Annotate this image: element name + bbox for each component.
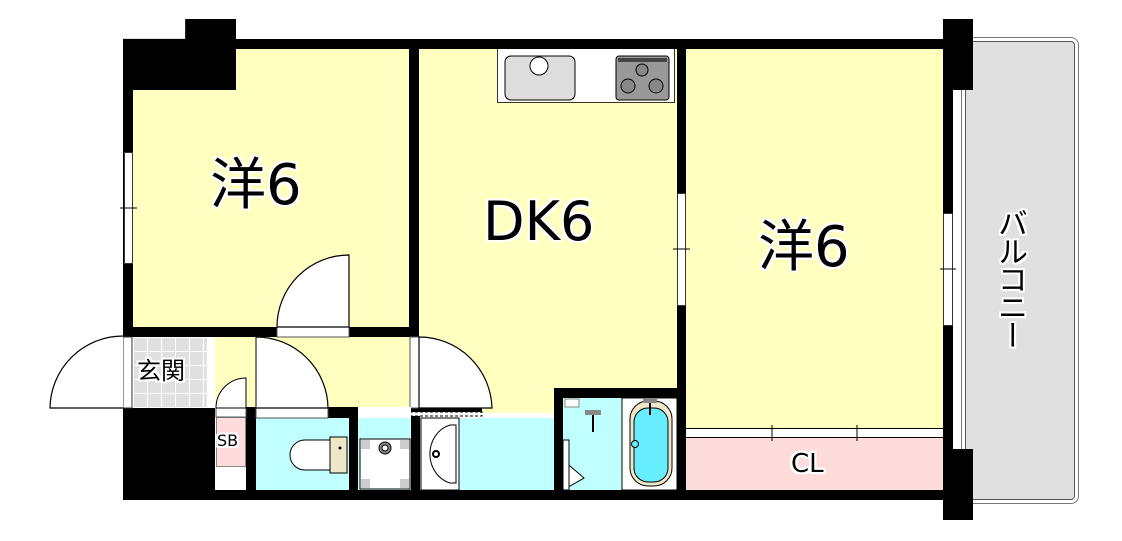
pillar-bottom-left bbox=[123, 408, 215, 500]
wall-top bbox=[123, 39, 953, 49]
wall-bath-left bbox=[554, 388, 563, 500]
label-dining-kitchen: DK6 bbox=[483, 190, 595, 253]
left-room-door[interactable] bbox=[276, 254, 350, 338]
washing-machine-pan-icon bbox=[359, 438, 411, 490]
wall-toilet-right bbox=[349, 407, 358, 499]
label-entrance: 玄関 bbox=[137, 357, 185, 385]
wall-left-room-bottom bbox=[123, 327, 419, 337]
wall-bottom bbox=[123, 490, 953, 500]
label-western-right: 洋6 bbox=[758, 215, 850, 280]
wash-basin-icon bbox=[420, 417, 460, 491]
closet-sliding-door[interactable] bbox=[686, 428, 943, 438]
label-shoe-box: SB bbox=[217, 431, 239, 450]
toilet-door[interactable] bbox=[255, 336, 329, 419]
wall-sb-right bbox=[246, 408, 256, 500]
entrance-door[interactable] bbox=[49, 335, 133, 409]
shoe-box-door[interactable] bbox=[215, 377, 247, 418]
wall-bath-top bbox=[554, 388, 686, 398]
label-balcony: バルコニー bbox=[992, 208, 1027, 348]
bathtub-icon bbox=[621, 397, 678, 491]
sink-icon bbox=[504, 55, 576, 101]
label-closet: CL bbox=[791, 449, 824, 479]
balcony bbox=[965, 41, 1075, 500]
dk-door[interactable] bbox=[409, 336, 493, 409]
toilet-icon bbox=[289, 436, 348, 474]
wall-dk-door-header bbox=[410, 407, 482, 413]
pillar-bottom-right bbox=[943, 449, 973, 520]
shoe-box bbox=[216, 417, 246, 467]
shower-faucet-icon bbox=[564, 398, 601, 432]
entrance-floor bbox=[133, 337, 207, 408]
gas-stove-icon bbox=[615, 55, 670, 101]
wall-partition-left bbox=[409, 39, 419, 337]
washroom-sliding-door[interactable] bbox=[409, 411, 483, 417]
room-western-right bbox=[686, 48, 943, 428]
room-western-left bbox=[133, 48, 409, 328]
wall-washer-right bbox=[411, 412, 420, 500]
label-western-left: 洋6 bbox=[210, 153, 302, 218]
closet-area bbox=[686, 438, 943, 490]
